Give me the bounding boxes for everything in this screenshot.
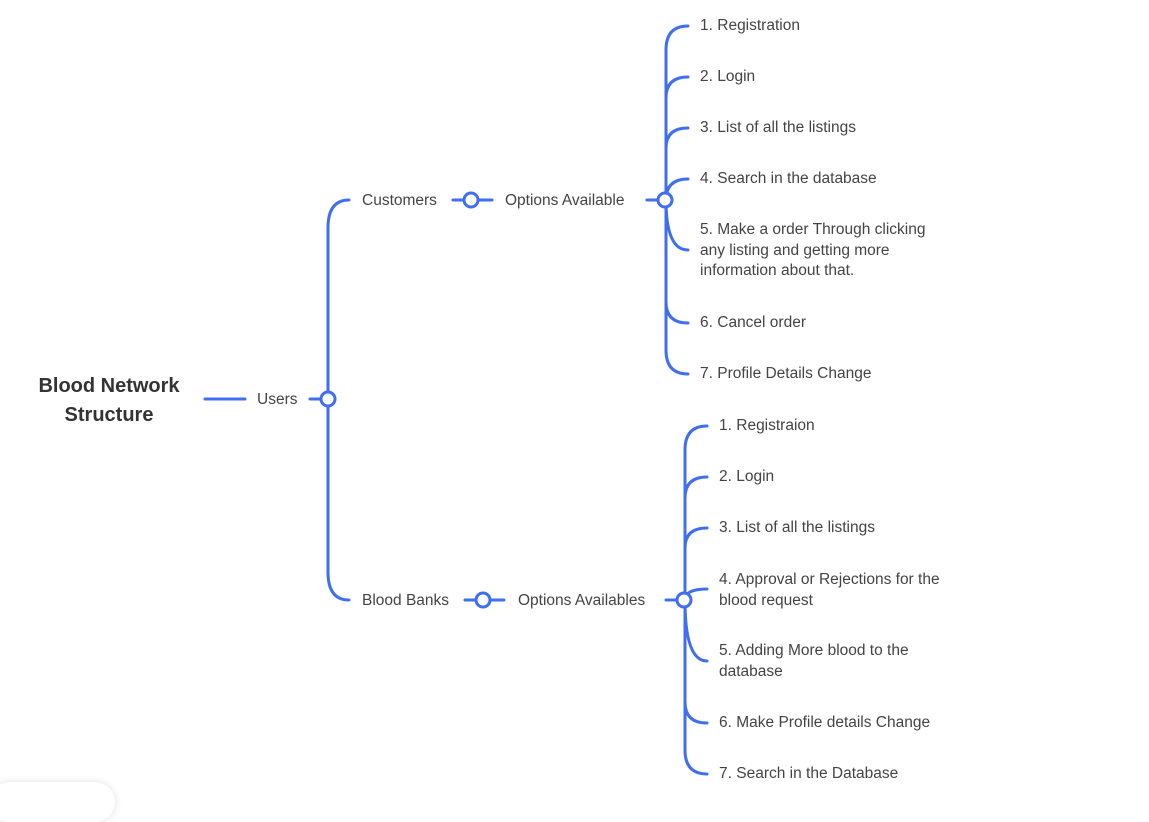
item-text-line-1: Adding More blood to the bbox=[735, 642, 909, 659]
item-text-line-1: Approval or Rejections for the bbox=[735, 571, 940, 588]
connector-bb-item-1 bbox=[683, 424, 709, 602]
users-topic[interactable]: Users bbox=[257, 391, 298, 408]
bloodbank-option-item[interactable]: 7. Search in the Database bbox=[719, 764, 979, 785]
customers-collapse-node[interactable] bbox=[462, 191, 480, 209]
item-number: 6. bbox=[700, 314, 713, 331]
bloodbank-option-item[interactable]: 6. Make Profile details Change bbox=[719, 713, 979, 734]
root-title-line-2: Structure bbox=[64, 404, 154, 426]
customer-option-item[interactable]: 2. Login bbox=[700, 67, 960, 88]
item-number: 4. bbox=[700, 170, 713, 187]
item-text: List of all the listings bbox=[736, 519, 875, 536]
item-text-line-3: information about that. bbox=[700, 262, 855, 279]
item-text-line-2: any listing and getting more bbox=[700, 241, 890, 259]
connector-bb-item-5 bbox=[683, 598, 709, 663]
connector-lines bbox=[203, 24, 709, 776]
bloodbank-option-item[interactable]: 3. List of all the listings bbox=[719, 518, 979, 539]
item-number: 3. bbox=[700, 119, 713, 136]
item-text: List of all the listings bbox=[717, 119, 856, 136]
connector-cust-item-1 bbox=[664, 24, 690, 202]
item-text-line-1: Make a order Through clicking bbox=[717, 221, 926, 238]
item-text: Cancel order bbox=[717, 314, 806, 331]
item-text: Make Profile details Change bbox=[736, 714, 931, 731]
item-text: Profile Details Change bbox=[717, 365, 872, 382]
bloodbank-option-item[interactable]: 1. Registraion bbox=[719, 416, 979, 437]
connector-cust-item-2 bbox=[664, 75, 690, 202]
item-text: Registration bbox=[717, 17, 800, 34]
connector-cust-item-5 bbox=[664, 198, 690, 252]
bloodbank-option-item[interactable]: 4. Approval or Rejections for the blood … bbox=[719, 570, 979, 611]
bloodbank-option-item[interactable]: 5. Adding More blood to the database bbox=[719, 641, 979, 682]
bloodbank-option-item[interactable]: 2. Login bbox=[719, 467, 979, 488]
item-number: 1. bbox=[719, 417, 732, 434]
connector-users-bloodbanks bbox=[326, 397, 351, 602]
item-number: 2. bbox=[700, 68, 713, 85]
item-text: Search in the Database bbox=[736, 765, 899, 782]
item-number: 3. bbox=[719, 519, 732, 536]
connector-bb-item-2 bbox=[683, 475, 709, 602]
customer-option-item[interactable]: 1. Registration bbox=[700, 16, 960, 37]
item-text: Search in the database bbox=[717, 170, 877, 187]
customer-option-item[interactable]: 6. Cancel order bbox=[700, 313, 960, 334]
blood-banks-topic[interactable]: Blood Banks bbox=[362, 592, 450, 609]
item-number: 2. bbox=[719, 468, 732, 485]
item-number: 1. bbox=[700, 17, 713, 34]
connector-bb-item-7 bbox=[683, 598, 709, 776]
customers-options-topic[interactable]: Options Available bbox=[505, 192, 625, 209]
bloodbanks-collapse-node[interactable] bbox=[474, 591, 492, 609]
customer-option-item[interactable]: 3. List of all the listings bbox=[700, 118, 960, 139]
mind-map-canvas: Blood Network Structure Users Customers … bbox=[18, 16, 979, 785]
item-number: 7. bbox=[700, 365, 713, 382]
item-text-line-2: database bbox=[719, 662, 783, 680]
item-number: 5. bbox=[700, 221, 713, 238]
item-number: 4. bbox=[719, 571, 732, 588]
root-topic[interactable]: Blood Network Structure bbox=[18, 372, 200, 430]
item-number: 5. bbox=[719, 642, 732, 659]
connector-users-customers bbox=[326, 198, 351, 401]
customer-option-item[interactable]: 4. Search in the database bbox=[700, 169, 960, 190]
customers-topic[interactable]: Customers bbox=[362, 192, 437, 209]
users-collapse-node[interactable] bbox=[319, 390, 337, 408]
connector-cust-item-7 bbox=[664, 198, 690, 376]
item-number: 6. bbox=[719, 714, 732, 731]
connector-bb-item-3 bbox=[683, 526, 709, 602]
bloodbanks-options-topic[interactable]: Options Availables bbox=[518, 592, 646, 609]
customer-option-item[interactable]: 7. Profile Details Change bbox=[700, 364, 960, 385]
connector-cust-item-3 bbox=[664, 126, 690, 202]
bloodbanks-options-collapse-node[interactable] bbox=[675, 591, 693, 609]
connector-cust-item-6 bbox=[664, 198, 690, 325]
customer-option-item[interactable]: 5. Make a order Through clicking any lis… bbox=[700, 220, 960, 282]
item-text: Login bbox=[717, 68, 756, 85]
customers-options-collapse-node[interactable] bbox=[656, 191, 674, 209]
item-text: Registraion bbox=[736, 417, 815, 434]
item-text: Login bbox=[736, 468, 775, 485]
item-text-line-2: blood request bbox=[719, 591, 813, 609]
bottom-left-toolbar-edge bbox=[0, 782, 115, 822]
root-title-line-1: Blood Network bbox=[38, 375, 180, 397]
item-number: 7. bbox=[719, 765, 732, 782]
